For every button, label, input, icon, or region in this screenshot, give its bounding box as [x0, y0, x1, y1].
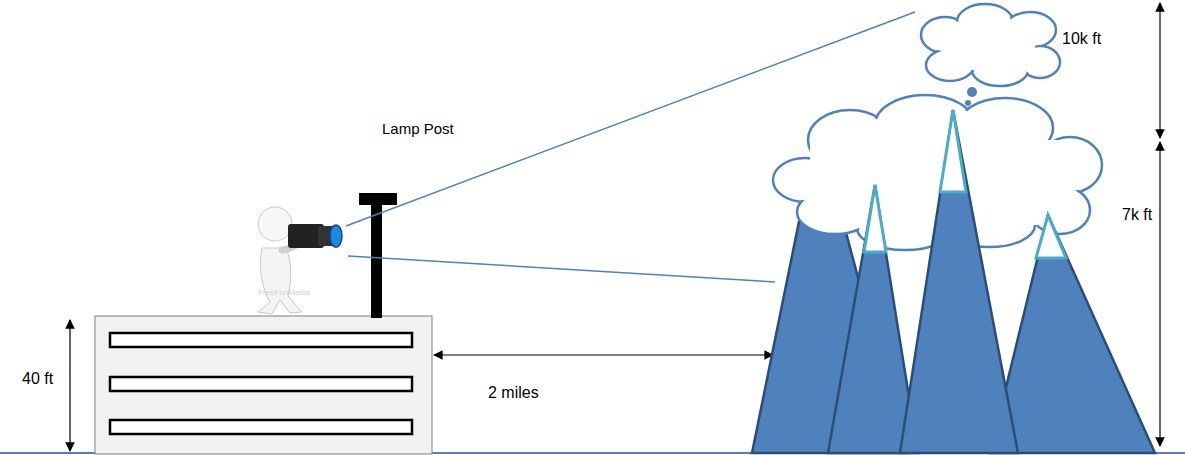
- part-label: Lamp Post: [382, 120, 454, 137]
- photographer-figure: [258, 207, 342, 314]
- snow-cap: [1036, 215, 1066, 258]
- dimension-label: 10k ft: [1062, 30, 1101, 48]
- thought-cloud: [921, 4, 1060, 106]
- dimension-arrow: [1159, 3, 1160, 138]
- snow-cap: [864, 185, 886, 252]
- mountain: [990, 215, 1155, 453]
- mountain: [828, 185, 918, 453]
- dimension-arrow: [434, 354, 773, 355]
- sight-line: [348, 256, 775, 282]
- dimension-arrow: [1159, 142, 1160, 446]
- snow-cap: [940, 110, 966, 192]
- dimension-label: 7k ft: [1122, 206, 1152, 224]
- dimension-arrow: [69, 320, 70, 451]
- lamp-post: [359, 193, 397, 318]
- dimension-label: 2 miles: [488, 384, 539, 402]
- watermark: FreeFunMedia: [258, 288, 310, 297]
- dimension-label: 40 ft: [22, 370, 53, 388]
- mountain: [900, 110, 1018, 453]
- building: [95, 316, 432, 454]
